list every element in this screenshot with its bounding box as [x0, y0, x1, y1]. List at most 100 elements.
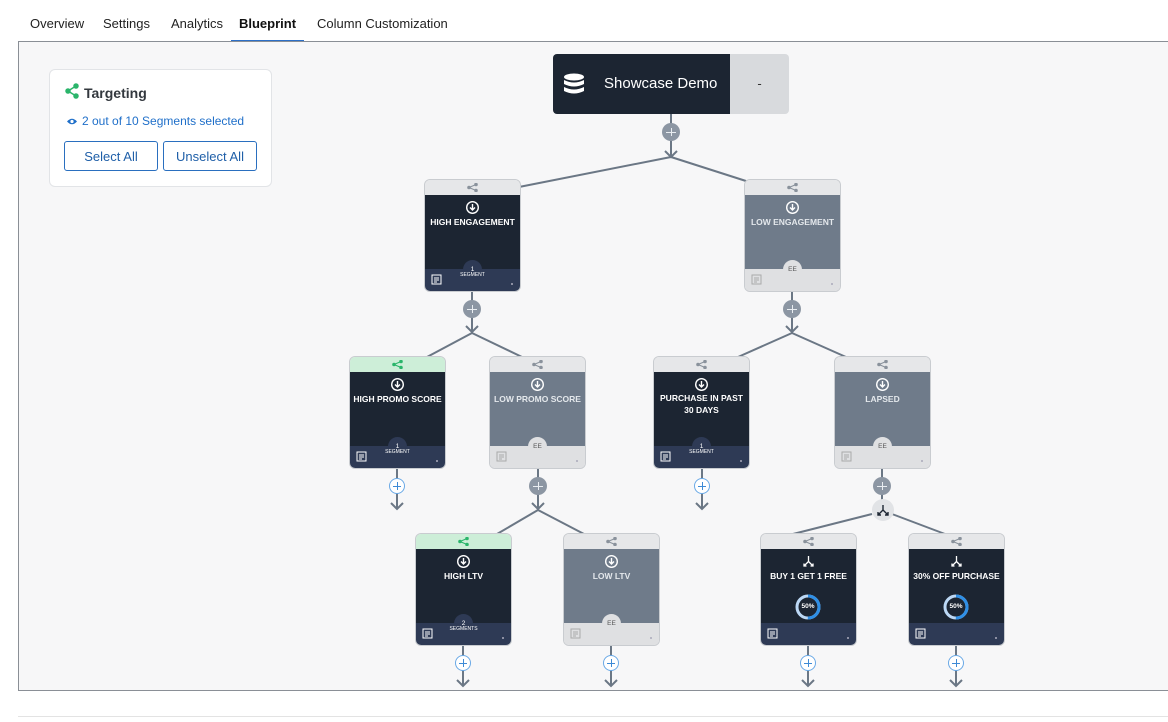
ab-split-icon [951, 556, 962, 567]
tab-settings[interactable]: Settings [103, 16, 150, 31]
root-title: Showcase Demo [604, 75, 718, 92]
node-label: LAPSED [865, 394, 900, 404]
segment-count-badge: EE [873, 437, 892, 456]
document-icon[interactable] [841, 451, 852, 462]
root-node[interactable]: Showcase Demo - [553, 54, 789, 114]
segment-count-label: SEGMENTS [449, 626, 478, 632]
node-lapsed[interactable]: LAPSED EE [835, 357, 930, 468]
add-child-purchase-button[interactable] [694, 478, 710, 494]
segment-count-badge: 2 [454, 614, 473, 633]
target-icon [465, 200, 480, 215]
status-dot [740, 460, 742, 462]
add-child-low-ltv-button[interactable] [603, 655, 619, 671]
document-icon[interactable] [496, 451, 507, 462]
segments-selected[interactable]: 2 out of 10 Segments selected [66, 114, 244, 128]
root-side-value: - [730, 54, 789, 114]
split-percent: 50% [949, 603, 963, 610]
status-dot [921, 460, 923, 462]
status-dot [831, 283, 833, 285]
split-icon [951, 537, 962, 546]
node-header [835, 357, 930, 372]
tab-analytics[interactable]: Analytics [171, 16, 224, 31]
segment-count-badge: 1 [463, 260, 482, 279]
document-icon[interactable] [751, 274, 762, 285]
document-icon[interactable] [570, 628, 581, 639]
node-header [564, 534, 659, 549]
node-footer [761, 623, 856, 645]
node-footer [425, 269, 520, 291]
node-thirty-off[interactable]: 30% OFF PURCHASE 50% [909, 534, 1004, 645]
collapse-root-button[interactable] [662, 123, 680, 141]
collapse-high-engagement-button[interactable] [463, 300, 481, 318]
segment-count-label: SEGMENT [689, 449, 714, 455]
add-child-high-promo-button[interactable] [389, 478, 405, 494]
database-icon [564, 73, 584, 94]
node-header [761, 534, 856, 549]
ab-split-icon [803, 556, 814, 567]
node-footer [835, 446, 930, 468]
document-icon[interactable] [356, 451, 367, 462]
ab-split-icon [877, 505, 889, 516]
tab-column-customization[interactable]: Column Customization [317, 16, 448, 31]
tab-blueprint[interactable]: Blueprint [231, 0, 304, 42]
document-icon[interactable] [422, 628, 433, 639]
node-label: BUY 1 GET 1 FREE [770, 571, 847, 581]
ab-split-button[interactable] [872, 499, 894, 521]
node-label: LOW PROMO SCORE [494, 394, 581, 404]
document-icon[interactable] [767, 628, 778, 639]
unselect-all-button[interactable]: Unselect All [163, 141, 257, 171]
target-icon [694, 377, 709, 392]
tab-bar: Overview Settings Analytics Blueprint Co… [0, 0, 1168, 42]
node-footer [564, 623, 659, 645]
select-all-button[interactable]: Select All [64, 141, 158, 171]
node-footer [490, 446, 585, 468]
node-low-promo-score[interactable]: LOW PROMO SCORE EE [490, 357, 585, 468]
collapse-low-promo-button[interactable] [529, 477, 547, 495]
segment-count-badge: EE [783, 260, 802, 279]
node-label: HIGH PROMO SCORE [353, 394, 442, 404]
node-label: LOW LTV [592, 571, 631, 581]
node-high-promo-score[interactable]: HIGH PROMO SCORE 1 SEGMENT [350, 357, 445, 468]
add-child-thirty-off-button[interactable] [948, 655, 964, 671]
node-label: HIGH ENGAGEMENT [430, 217, 515, 227]
node-header [745, 180, 840, 195]
node-footer [909, 623, 1004, 645]
node-label: PURCHASE IN PAST 30 DAYS [660, 393, 743, 415]
add-child-bogo-button[interactable] [800, 655, 816, 671]
tab-overview[interactable]: Overview [30, 16, 85, 31]
status-dot [502, 637, 504, 639]
split-icon [532, 360, 543, 369]
split-icon [458, 537, 469, 546]
collapse-lapsed-button[interactable] [873, 477, 891, 495]
segment-count-label: SEGMENT [385, 449, 410, 455]
node-header [654, 357, 749, 372]
document-icon[interactable] [915, 628, 926, 639]
node-footer [745, 269, 840, 291]
target-icon [530, 377, 545, 392]
split-icon [392, 360, 403, 369]
target-icon [875, 377, 890, 392]
node-label: HIGH LTV [443, 571, 484, 581]
document-icon[interactable] [660, 451, 671, 462]
document-icon[interactable] [431, 274, 442, 285]
split-icon [467, 183, 478, 192]
node-high-engagement[interactable]: HIGH ENGAGEMENT 1 SEGMENT [425, 180, 520, 291]
node-low-ltv[interactable]: LOW LTV EE [564, 534, 659, 645]
status-dot [436, 460, 438, 462]
split-icon [787, 183, 798, 192]
split-icon [696, 360, 707, 369]
status-dot [995, 637, 997, 639]
split-percent-ring [943, 594, 969, 620]
segment-count-badge: EE [528, 437, 547, 456]
node-footer [416, 623, 511, 645]
node-buy-1-get-1[interactable]: BUY 1 GET 1 FREE 50% [761, 534, 856, 645]
add-child-high-ltv-button[interactable] [455, 655, 471, 671]
collapse-low-engagement-button[interactable] [783, 300, 801, 318]
node-high-ltv[interactable]: HIGH LTV 2 SEGMENTS [416, 534, 511, 645]
node-purchase-past-30[interactable]: PURCHASE IN PAST 30 DAYS 1 SEGMENT [654, 357, 749, 468]
targeting-panel: Targeting 2 out of 10 Segments selected … [49, 69, 272, 187]
split-percent-ring [795, 594, 821, 620]
split-icon [65, 83, 79, 99]
node-low-engagement[interactable]: LOW ENGAGEMENT EE [745, 180, 840, 291]
target-icon [785, 200, 800, 215]
